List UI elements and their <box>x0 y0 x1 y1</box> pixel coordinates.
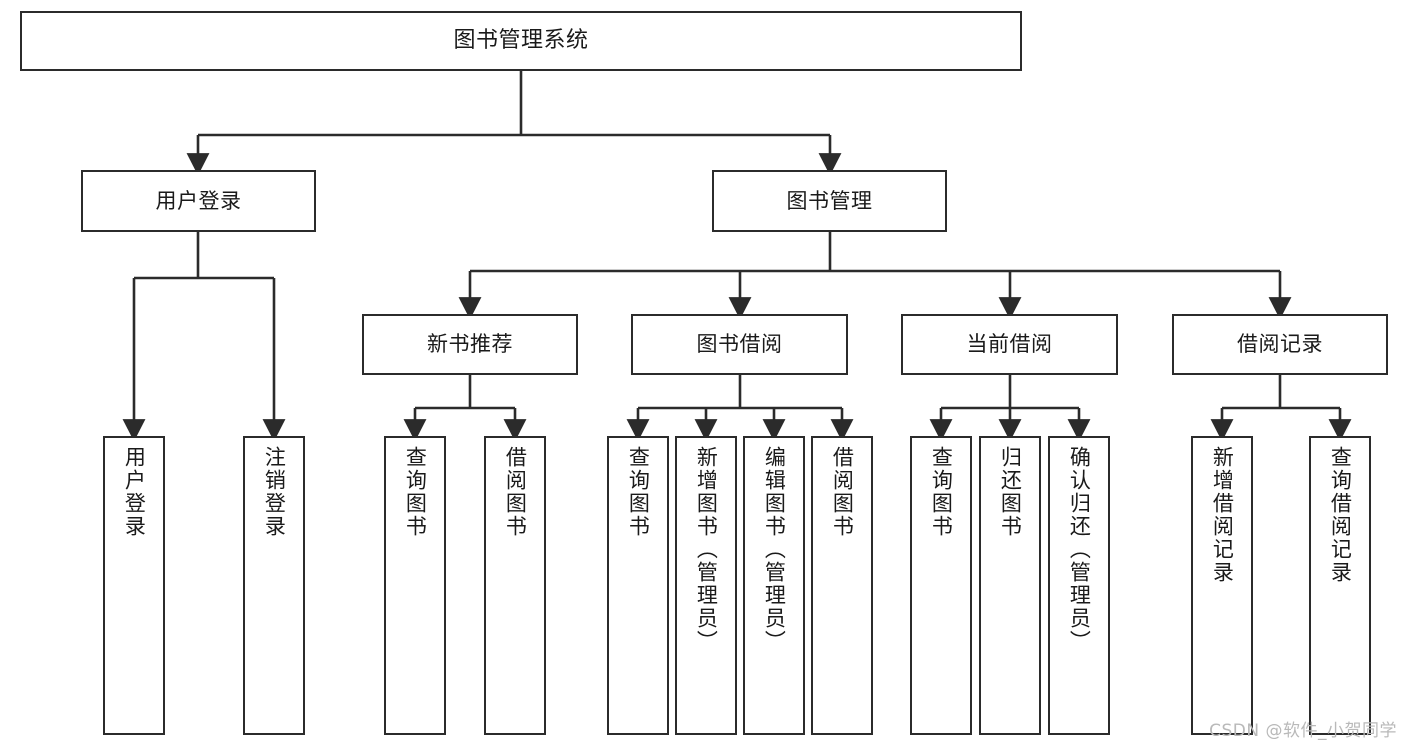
node-label: 用户登录 <box>122 446 147 538</box>
node-label: 归还图书 <box>998 446 1023 538</box>
node-leaf-newbook-borrow[interactable]: 借阅图书 <box>484 436 546 735</box>
node-label: 借阅记录 <box>1237 332 1323 357</box>
node-book-borrowing[interactable]: 图书借阅 <box>631 314 848 375</box>
node-leaf-user-login-signout[interactable]: 注销登录 <box>243 436 305 735</box>
node-leaf-borrow-edit-book-admin[interactable]: 编辑图书（管理员） <box>743 436 805 735</box>
node-label: 确认归还（管理员） <box>1067 446 1092 653</box>
node-leaf-current-return[interactable]: 归还图书 <box>979 436 1041 735</box>
node-root-book-management-system[interactable]: 图书管理系统 <box>20 11 1022 71</box>
node-label: 当前借阅 <box>966 332 1053 357</box>
node-label: 图书管理 <box>786 188 873 213</box>
node-leaf-current-query[interactable]: 查询图书 <box>910 436 972 735</box>
node-label: 新增借阅记录 <box>1210 446 1235 584</box>
node-label: 查询图书 <box>929 446 954 538</box>
node-book-management[interactable]: 图书管理 <box>712 170 947 232</box>
node-label: 查询图书 <box>626 446 651 538</box>
node-label: 新书推荐 <box>427 332 513 357</box>
node-borrowing-records[interactable]: 借阅记录 <box>1172 314 1388 375</box>
node-current-borrowing[interactable]: 当前借阅 <box>901 314 1118 375</box>
node-leaf-borrow-borrow-book[interactable]: 借阅图书 <box>811 436 873 735</box>
watermark-text: CSDN @软件_小贺同学 <box>1209 721 1397 741</box>
node-label: 借阅图书 <box>830 446 855 538</box>
node-label: 查询借阅记录 <box>1328 446 1353 584</box>
node-leaf-user-login-signin[interactable]: 用户登录 <box>103 436 165 735</box>
node-label: 查询图书 <box>403 446 428 538</box>
node-leaf-record-query[interactable]: 查询借阅记录 <box>1309 436 1371 735</box>
node-label: 图书管理系统 <box>453 28 589 54</box>
node-label: 用户登录 <box>155 188 242 213</box>
node-label: 新增图书（管理员） <box>694 446 719 653</box>
node-leaf-newbook-query[interactable]: 查询图书 <box>384 436 446 735</box>
node-leaf-borrow-add-book-admin[interactable]: 新增图书（管理员） <box>675 436 737 735</box>
node-new-book-recommendation[interactable]: 新书推荐 <box>362 314 578 375</box>
node-label: 借阅图书 <box>503 446 528 538</box>
node-leaf-current-confirm-return-admin[interactable]: 确认归还（管理员） <box>1048 436 1110 735</box>
node-label: 图书借阅 <box>696 332 783 357</box>
node-label: 注销登录 <box>262 446 287 538</box>
node-user-login[interactable]: 用户登录 <box>81 170 316 232</box>
node-label: 编辑图书（管理员） <box>762 446 787 653</box>
node-leaf-borrow-query[interactable]: 查询图书 <box>607 436 669 735</box>
node-leaf-record-add[interactable]: 新增借阅记录 <box>1191 436 1253 735</box>
